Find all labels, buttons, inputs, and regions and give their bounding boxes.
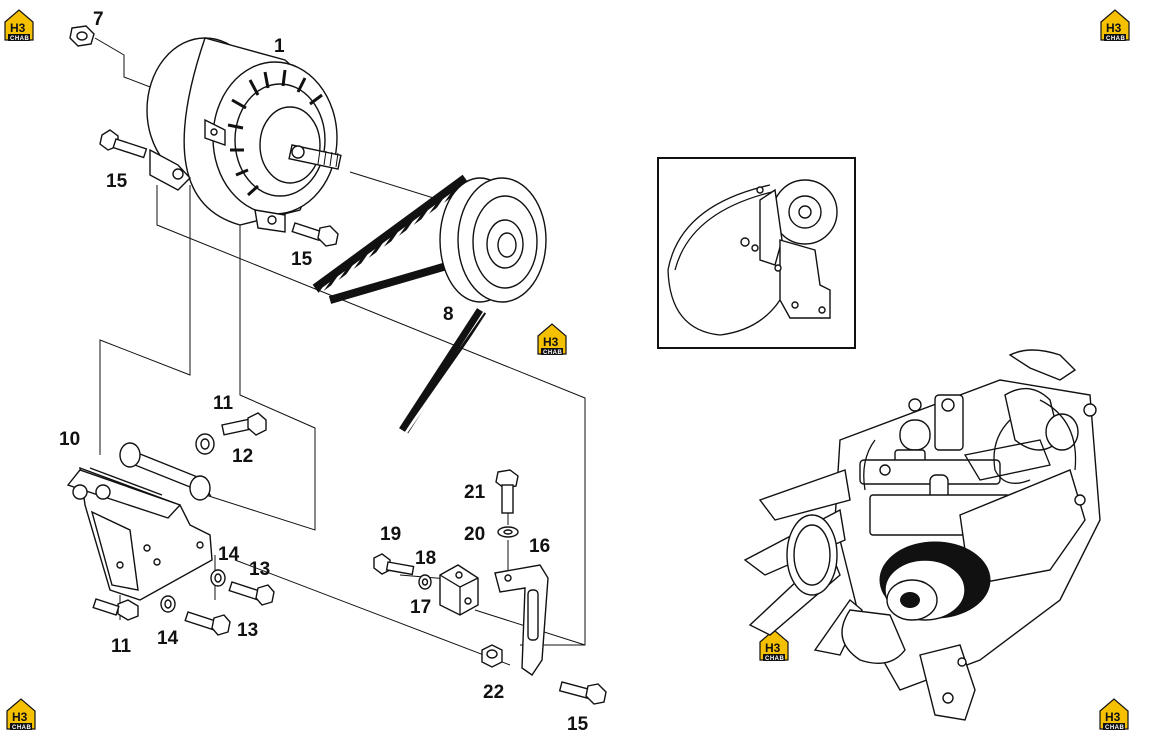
callout-12: 12 <box>232 446 253 467</box>
watermark-mark: H3 <box>765 641 781 655</box>
watermark-sub: CHAB <box>10 36 29 42</box>
callout-11-upper: 11 <box>213 393 234 414</box>
callout-14-upper: 14 <box>218 544 240 565</box>
washer-icon <box>160 433 519 613</box>
callout-21: 21 <box>464 482 486 503</box>
watermark-mark: H3 <box>543 335 559 349</box>
alternator-icon <box>146 37 342 233</box>
callout-13-upper: 13 <box>249 559 270 580</box>
watermark-sub: CHAB <box>1106 36 1125 42</box>
callout-16: 16 <box>529 536 550 557</box>
callout-20: 20 <box>464 524 485 545</box>
callout-10: 10 <box>59 429 80 450</box>
pulley-icon <box>439 177 547 303</box>
callout-13-lower: 13 <box>237 620 258 641</box>
callout-19: 19 <box>380 524 401 545</box>
watermark-mark: H3 <box>10 21 26 35</box>
watermark-mark: H3 <box>1105 710 1121 724</box>
watermark-sub: CHAB <box>543 350 562 356</box>
watermark-sub: CHAB <box>1105 725 1124 731</box>
callout-15-top: 15 <box>106 171 128 192</box>
watermark-logo-icon: H3 CHAB <box>1100 9 1130 42</box>
watermark-logo-icon: H3 CHAB <box>1099 698 1129 731</box>
watermark-sub: CHAB <box>12 725 31 731</box>
callout-labels: 1 7 15 15 8 11 12 10 14 13 14 13 11 21 2… <box>59 9 589 735</box>
callout-1: 1 <box>274 36 285 57</box>
bracket-icon <box>439 564 479 616</box>
belt-icon <box>312 174 487 434</box>
watermark-mark: H3 <box>1106 21 1122 35</box>
engine-icon <box>743 349 1101 721</box>
watermark-logo-icon: H3 CHAB <box>759 629 789 662</box>
callout-8: 8 <box>443 304 454 325</box>
watermark-logo-icon: H3 CHAB <box>4 9 34 42</box>
watermark-sub: CHAB <box>765 656 784 662</box>
bolt-icon <box>92 129 607 705</box>
belt-routing-inset-icon <box>657 157 856 349</box>
callout-18: 18 <box>415 548 436 569</box>
watermark-mark: H3 <box>12 710 28 724</box>
callout-15-bottom: 15 <box>567 714 589 735</box>
bracket-icon <box>66 442 213 601</box>
nut-icon <box>69 25 95 47</box>
callout-15-middle: 15 <box>291 249 313 270</box>
nut-icon <box>481 644 503 668</box>
callout-22: 22 <box>483 682 504 703</box>
callout-14-lower: 14 <box>157 628 179 649</box>
watermark-logo-icon: H3 CHAB <box>6 698 36 731</box>
callout-17: 17 <box>410 597 431 618</box>
watermark-logo-icon: H3 CHAB <box>537 323 567 356</box>
callout-7: 7 <box>93 9 104 30</box>
callout-11-lower: 11 <box>111 636 132 657</box>
bracket-icon <box>494 564 549 676</box>
